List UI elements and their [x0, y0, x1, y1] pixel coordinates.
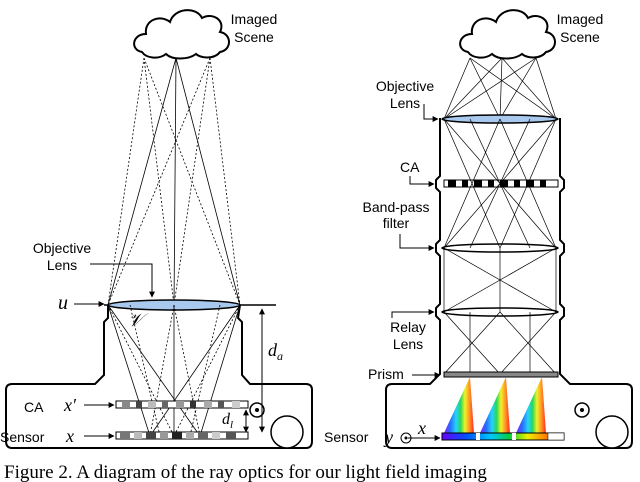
left-objective-label-1: Objective: [33, 240, 92, 256]
left-xprime-label: x′: [63, 395, 77, 415]
right-prism: [443, 371, 559, 378]
right-relay-label-1: Relay: [390, 319, 426, 335]
right-relay-arrow: [391, 309, 435, 318]
cloud-icon: [133, 9, 230, 60]
left-scene-label-1: Imaged: [231, 11, 278, 27]
left-panel: Imaged Scene: [0, 9, 313, 449]
left-shutter-icon: [270, 415, 304, 449]
right-tube-left: [385, 118, 441, 449]
right-shutter-icon: [595, 415, 629, 449]
right-y-label: y: [383, 427, 393, 447]
left-rays-lower: [107, 304, 241, 437]
left-x-label: x: [65, 426, 74, 446]
right-scene-label-1: Imaged: [557, 11, 604, 27]
right-tube-right: [392, 118, 633, 449]
right-objective-arrow: [423, 104, 439, 122]
right-ca-strip: [443, 179, 559, 188]
right-spectra: [444, 377, 546, 433]
right-sensor-strip: [441, 432, 565, 441]
right-bandpass-label-2: filter: [383, 215, 410, 231]
right-objective-label-2: Lens: [390, 95, 420, 111]
left-ca-strip: [115, 400, 249, 409]
right-bandpass-label-1: Band-pass: [363, 199, 430, 215]
right-dial-dot: [580, 408, 584, 412]
right-axis-out-dot: [404, 436, 408, 440]
left-sensor-label: Sensor: [0, 429, 45, 445]
left-da-label: da: [268, 340, 283, 363]
right-ca-arrow: [409, 176, 435, 187]
right-rays-upper: [443, 57, 557, 120]
left-u-label: u: [58, 292, 68, 314]
right-rays-lower: [443, 118, 557, 375]
right-scene-label-2: Scene: [560, 29, 600, 45]
right-cloud-icon: [459, 9, 556, 60]
right-bandpass-arrow: [399, 234, 435, 251]
left-v-label: 𝒱: [128, 310, 149, 330]
figure-caption: Figure 2. A diagram of the ray optics fo…: [4, 462, 487, 482]
left-sensor-strip: [115, 431, 249, 440]
right-panel: Imaged Scene: [324, 9, 633, 449]
left-rays-upper: [107, 57, 241, 306]
left-scene-label-2: Scene: [234, 29, 274, 45]
left-ca-label: CA: [24, 399, 44, 415]
right-objective-label-1: Objective: [376, 78, 435, 94]
left-dl-label: dl: [222, 411, 233, 431]
right-relay-label-2: Lens: [393, 336, 423, 352]
right-prism-label: Prism: [368, 366, 404, 382]
right-ca-label: CA: [400, 159, 420, 175]
right-x-label: x: [417, 418, 426, 438]
left-dial-dot: [255, 408, 259, 412]
left-camera-body: [5, 304, 313, 449]
left-objective-arrow: [90, 263, 155, 298]
right-sensor-label: Sensor: [324, 429, 369, 445]
left-objective-label-2: Lens: [47, 257, 77, 273]
